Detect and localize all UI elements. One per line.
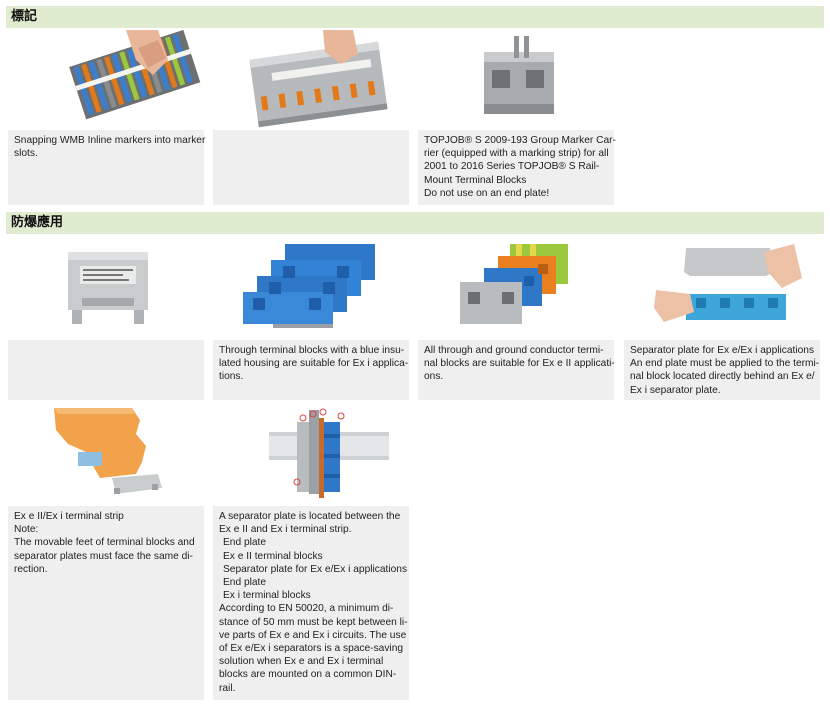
caption-line: Ex e II/Ex i terminal strip bbox=[14, 511, 124, 522]
ex-caption-3: All through and ground conductor termi- … bbox=[418, 340, 615, 400]
section-header-explosion-protection: 防爆應用 bbox=[6, 212, 824, 234]
caption-line: rier (equipped with a marking strip) for… bbox=[424, 148, 609, 160]
ex-item-2 bbox=[213, 238, 409, 338]
ex-item-5 bbox=[8, 404, 204, 504]
caption-line: stance of 50 mm must be kept between li- bbox=[219, 616, 408, 628]
caption-line: Ex i separator plate. bbox=[630, 384, 721, 396]
marking-caption-3: TOPJOB® S 2009-193 Group Marker Car- rie… bbox=[418, 130, 616, 205]
group-marker-carrier-photo bbox=[418, 30, 614, 130]
ex-caption-1 bbox=[8, 340, 204, 400]
caption-line: 2001 to 2016 Series TOPJOB® S Rail- bbox=[424, 161, 600, 173]
marking-caption-1: Snapping WMB Inline markers into marker … bbox=[8, 130, 206, 205]
caption-line: lated housing are suitable for Ex i appl… bbox=[219, 358, 409, 370]
caption-line: Do not use on an end plate! bbox=[424, 187, 550, 199]
caption-line: Separator plate for Ex e/Ex i applicatio… bbox=[630, 345, 815, 356]
separator-plate-hand-photo bbox=[624, 238, 820, 338]
wmb-marker-snapping-photo bbox=[8, 30, 204, 130]
ex-caption-6: A separator plate is located between the… bbox=[213, 506, 409, 700]
caption-line: The movable feet of terminal blocks and bbox=[14, 537, 195, 549]
caption-line: Note: bbox=[14, 524, 39, 536]
caption-line: nal blocks are suitable for Ex e II appl… bbox=[424, 358, 615, 370]
caption-line: Mount Terminal Blocks bbox=[424, 174, 527, 186]
marking-item-1 bbox=[8, 30, 204, 130]
caption-line: TOPJOB® S 2009-193 Group Marker Car- bbox=[424, 135, 616, 146]
caption-line: All through and ground conductor termi- bbox=[424, 345, 604, 356]
marking-item-2 bbox=[213, 30, 409, 130]
section-header-marking: 標記 bbox=[6, 6, 824, 28]
caption-line: nal block located directly behind an Ex … bbox=[630, 371, 815, 383]
gray-terminal-block-photo bbox=[8, 238, 204, 338]
mixed-terminal-blocks-photo bbox=[418, 238, 614, 338]
ex-item-6 bbox=[213, 404, 409, 504]
caption-line: End plate bbox=[223, 577, 267, 589]
ex-item-4 bbox=[624, 238, 820, 338]
orange-separator-plate-photo bbox=[8, 404, 204, 504]
terminal-block-marker-strip-photo bbox=[213, 30, 409, 130]
caption-line: tions. bbox=[219, 371, 244, 383]
caption-line: ons. bbox=[424, 371, 444, 383]
caption-line: ve parts of Ex e and Ex i circuits. The … bbox=[219, 629, 407, 641]
din-rail-diagram bbox=[213, 404, 409, 504]
caption-line: separator plates must face the same di- bbox=[14, 550, 193, 562]
caption-line: Ex i terminal blocks bbox=[223, 590, 311, 602]
caption-line: of Ex e/Ex i separators is a space-savin… bbox=[219, 643, 404, 655]
caption-line: slots. bbox=[14, 148, 38, 160]
ex-caption-4: Separator plate for Ex e/Ex i applicatio… bbox=[624, 340, 820, 400]
marking-item-3 bbox=[418, 30, 614, 130]
caption-line: An end plate must be applied to the term… bbox=[630, 358, 820, 370]
ex-item-1 bbox=[8, 238, 204, 338]
caption-line: Separator plate for Ex e/Ex i applicatio… bbox=[223, 563, 408, 575]
ex-caption-5: Ex e II/Ex i terminal strip Note: The mo… bbox=[8, 506, 204, 700]
marking-caption-2 bbox=[213, 130, 409, 205]
caption-line: Through terminal blocks with a blue insu… bbox=[219, 345, 405, 356]
blue-terminal-blocks-photo bbox=[213, 238, 409, 338]
caption-line: solution when Ex e and Ex i terminal bbox=[219, 656, 384, 668]
caption-line: End plate bbox=[223, 537, 267, 549]
caption-line: blocks are mounted on a common DIN- bbox=[219, 669, 397, 681]
caption-line: A separator plate is located between the bbox=[219, 511, 401, 522]
caption-line: Ex e II and Ex i terminal strip. bbox=[219, 524, 352, 536]
caption-line: rection. bbox=[14, 563, 48, 575]
caption-line: rail. bbox=[219, 682, 236, 694]
caption-line: Snapping WMB Inline markers into marker bbox=[14, 135, 206, 146]
caption-line: Ex e II terminal blocks bbox=[223, 550, 323, 562]
caption-line: According to EN 50020, a minimum di- bbox=[219, 603, 394, 615]
ex-item-3 bbox=[418, 238, 614, 338]
ex-caption-2: Through terminal blocks with a blue insu… bbox=[213, 340, 409, 400]
